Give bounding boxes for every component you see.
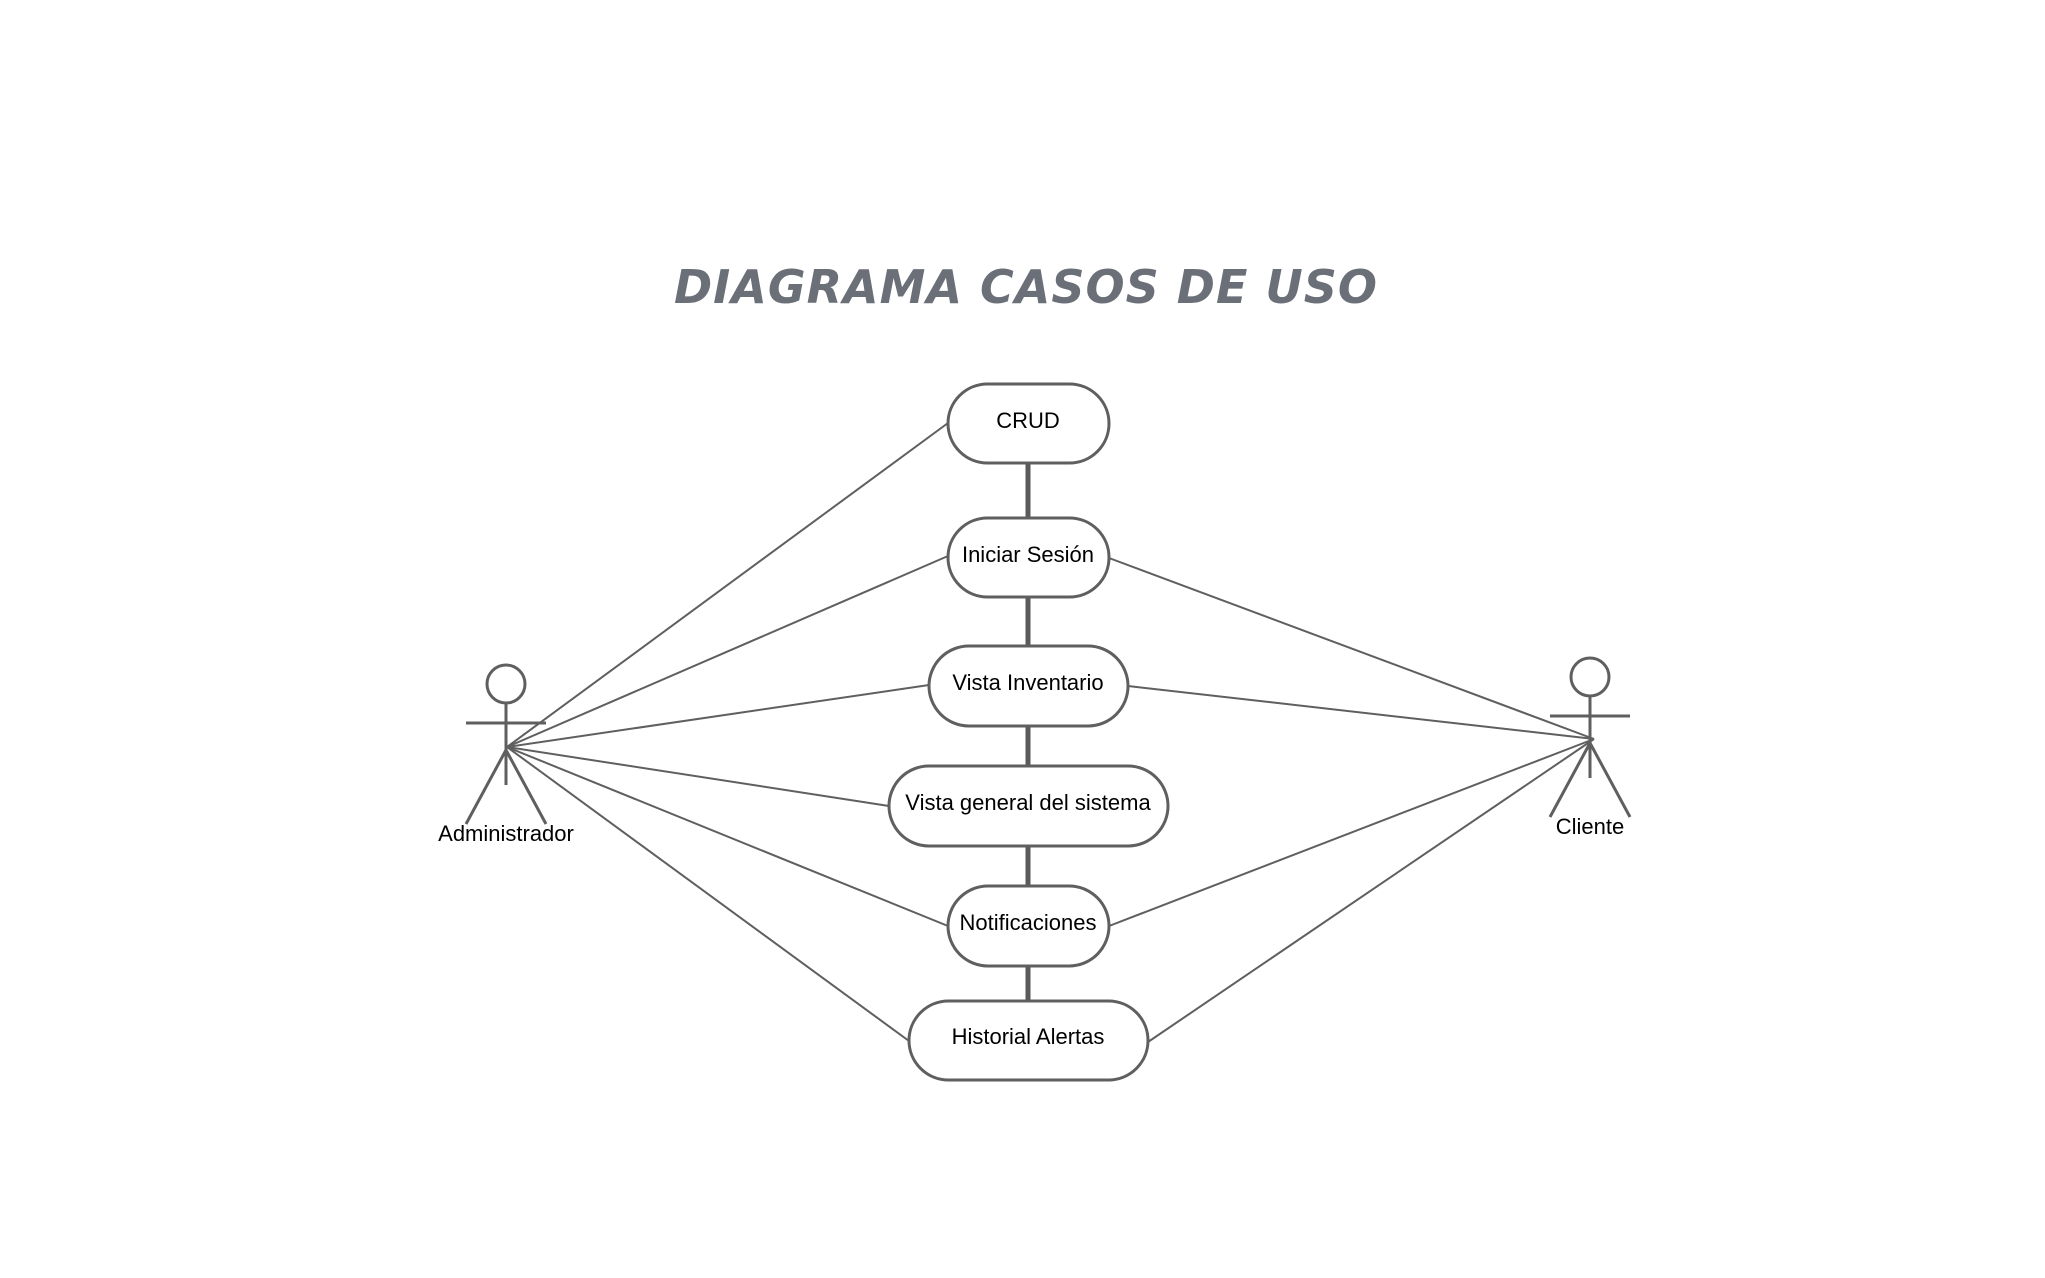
use-case-shape xyxy=(946,884,1111,968)
assoc-client-alerts xyxy=(1147,738,1595,1043)
stick-figure-icon xyxy=(1548,656,1632,818)
actor-label: Administrador xyxy=(438,821,574,846)
assoc-client-login xyxy=(1108,557,1595,740)
assoc-client-notifications xyxy=(1108,738,1595,927)
actor-cliente[interactable]: Cliente xyxy=(1548,656,1632,839)
assoc-admin-crud xyxy=(506,422,949,748)
assoc-admin-notifications xyxy=(506,746,949,927)
actor-administrador[interactable]: Administrador xyxy=(438,663,574,846)
use-case-label: Notificaciones xyxy=(960,910,1097,935)
client-associations xyxy=(1108,557,1595,1043)
assoc-admin-overview xyxy=(506,746,890,807)
use-case-crud[interactable]: CRUD xyxy=(946,382,1111,465)
use-case-label: Vista general del sistema xyxy=(905,790,1151,815)
admin-associations xyxy=(506,422,949,1042)
use-case-overview[interactable]: Vista general del sistema xyxy=(887,764,1170,848)
diagram-title: DIAGRAMA CASOS DE USO xyxy=(674,260,1378,314)
use-case-alerts[interactable]: Historial Alertas xyxy=(907,999,1150,1082)
use-case-shape xyxy=(887,764,1170,848)
use-case-label: Vista Inventario xyxy=(952,670,1103,695)
use-case-login[interactable]: Iniciar Sesión xyxy=(946,516,1111,599)
use-case-shape xyxy=(907,999,1150,1082)
assoc-client-inventory xyxy=(1127,685,1595,740)
use-case-shape xyxy=(946,382,1111,465)
use-case-label: Iniciar Sesión xyxy=(962,542,1094,567)
use-case-shape xyxy=(927,644,1130,728)
stick-figure-icon xyxy=(464,663,548,825)
use-case-label: Historial Alertas xyxy=(952,1024,1105,1049)
assoc-admin-alerts xyxy=(506,746,910,1042)
use-case-notifications[interactable]: Notificaciones xyxy=(946,884,1111,968)
assoc-admin-inventory xyxy=(506,684,930,748)
use-case-label: CRUD xyxy=(996,408,1060,433)
use-case-shape xyxy=(946,516,1111,599)
assoc-admin-login xyxy=(506,555,949,748)
actor-label: Cliente xyxy=(1556,814,1624,839)
use-case-inventory[interactable]: Vista Inventario xyxy=(927,644,1130,728)
